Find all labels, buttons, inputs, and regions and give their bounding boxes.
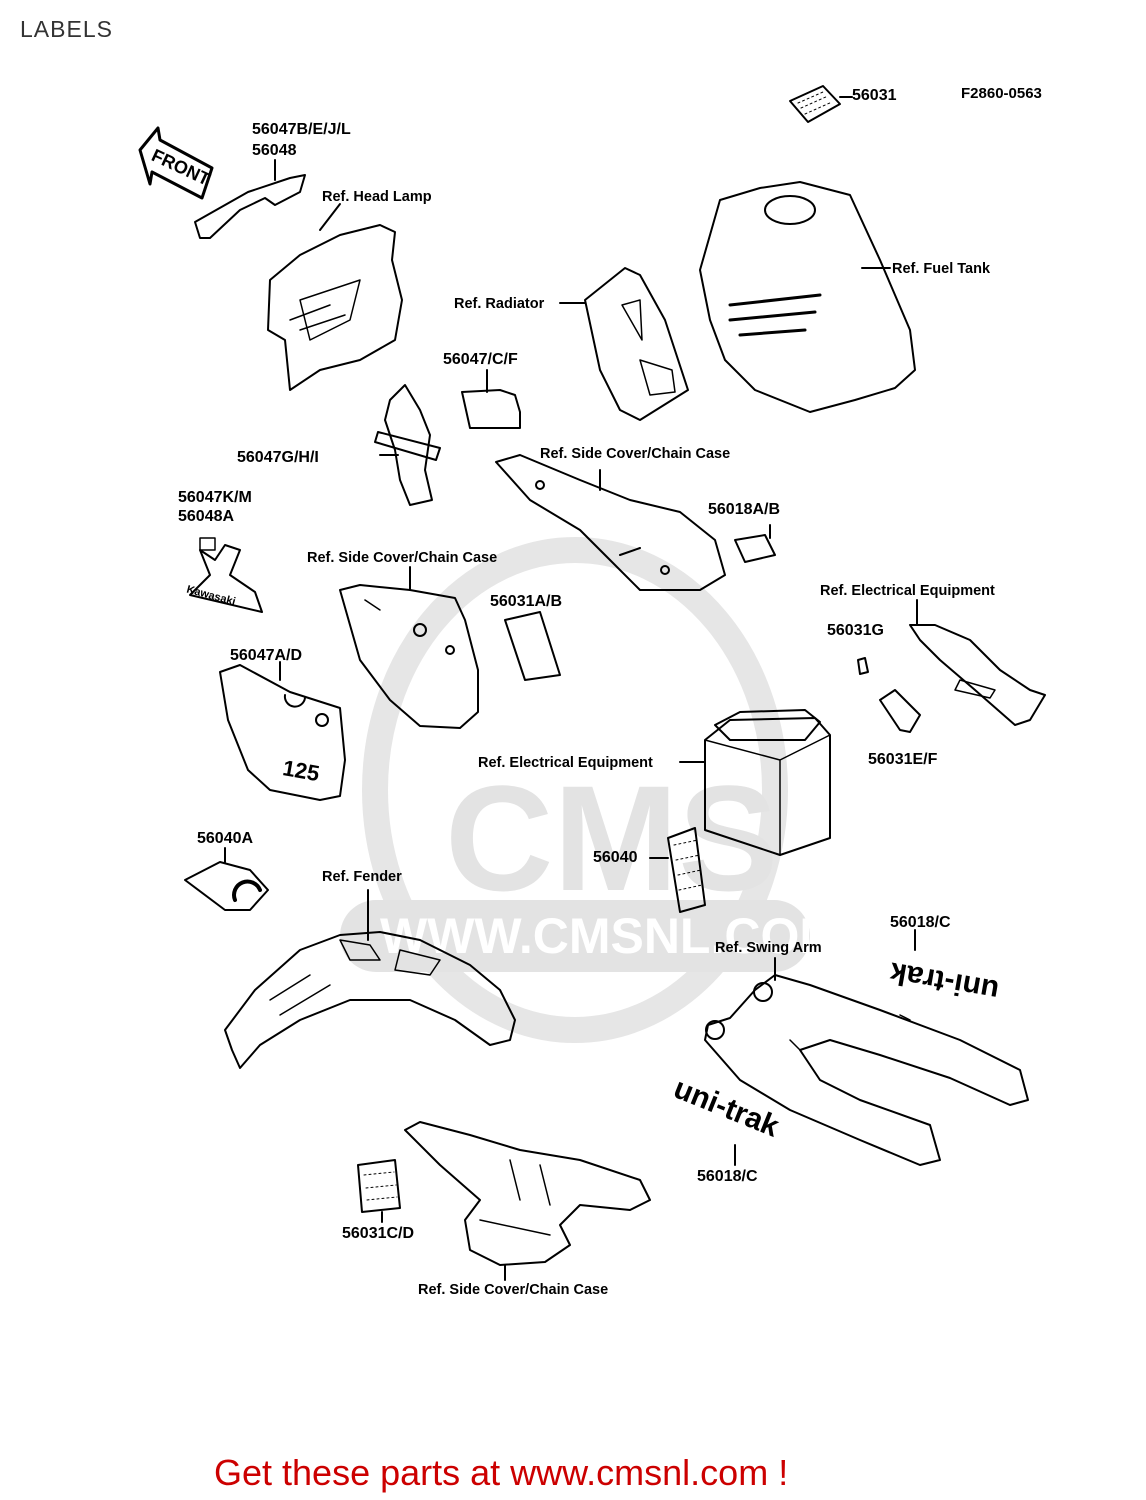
watermark: CMS WWW.CMSNL.COM [340, 537, 841, 1043]
decal-56031ab [504, 611, 561, 681]
front-arrow-decal: FRONT [138, 126, 214, 200]
decal-56047ad: 125 [219, 664, 346, 801]
part-56031g[interactable]: 56031G [827, 622, 884, 639]
parts-diagram: CMS WWW.CMSNL.COM FRONT [138, 85, 1046, 1281]
headlamp-housing [267, 224, 403, 391]
headlamp-decal [194, 174, 306, 239]
ref-swing-arm: Ref. Swing Arm [715, 940, 822, 956]
decal-56031ef [879, 689, 921, 733]
decal-56047ghi [384, 384, 433, 506]
watermark-brand: CMS [445, 754, 778, 922]
chain-case-top [495, 454, 726, 591]
decal-56018c-top: uni-trak [887, 956, 1001, 1008]
part-56018ab[interactable]: 56018A/B [708, 501, 781, 518]
electrical-bracket [909, 624, 1046, 726]
unitrak-decal-bottom-text: uni-trak [669, 1072, 784, 1144]
fuel-tank [699, 181, 916, 413]
part-56031ef[interactable]: 56031E/F [868, 751, 938, 768]
label-56031-shape [789, 85, 841, 123]
part-56047ghi[interactable]: 56047G/H/I [237, 449, 319, 466]
chain-case-bottom [404, 1121, 651, 1266]
watermark-url: WWW.CMSNL.COM [380, 908, 841, 964]
decal-56047km: Kawasaki [185, 537, 263, 613]
unitrak-decal-top-text: uni-trak [887, 956, 1001, 1008]
rear-fender [224, 931, 516, 1069]
ref-side-cover-top: Ref. Side Cover/Chain Case [540, 446, 731, 462]
ref-side-cover-bottom: Ref. Side Cover/Chain Case [418, 1282, 609, 1298]
ref-side-cover-mid: Ref. Side Cover/Chain Case [307, 550, 498, 566]
ref-radiator: Ref. Radiator [454, 296, 545, 312]
part-56047km[interactable]: 56047K/M [178, 489, 252, 506]
part-56031[interactable]: 56031 [852, 87, 897, 104]
diagram-code: F2860-0563 [961, 85, 1042, 102]
part-56048[interactable]: 56048 [252, 142, 297, 159]
decal-56018ab [734, 534, 776, 563]
decal-56031cd [357, 1159, 401, 1213]
part-56040a[interactable]: 56040A [197, 830, 254, 847]
part-56047ad[interactable]: 56047A/D [230, 647, 303, 664]
side-cover-mid [339, 584, 479, 729]
decal-56040 [667, 827, 706, 913]
part-56031ab[interactable]: 56031A/B [490, 593, 563, 610]
number-decal-text: 125 [281, 755, 322, 786]
part-56031cd[interactable]: 56031C/D [342, 1225, 415, 1242]
ref-electrical-top: Ref. Electrical Equipment [820, 583, 995, 599]
part-56047cf[interactable]: 56047/C/F [443, 351, 518, 368]
decal-56018c-bottom: uni-trak [669, 1072, 784, 1144]
page-title: LABELS [20, 16, 113, 42]
part-56018c-bottom[interactable]: 56018/C [697, 1168, 758, 1185]
part-56047bejl[interactable]: 56047B/E/J/L [252, 121, 351, 138]
ref-fuel-tank: Ref. Fuel Tank [892, 261, 991, 277]
decal-56040a [184, 861, 269, 911]
ref-fender: Ref. Fender [322, 869, 402, 885]
radiator-shroud [584, 267, 689, 421]
kawasaki-decal-text: Kawasaki [185, 584, 237, 609]
part-56040[interactable]: 56040 [593, 849, 638, 866]
footer-shop-link[interactable]: Get these parts at www.cmsnl.com ! [214, 1452, 789, 1493]
decal-56031g [857, 657, 869, 675]
ref-head-lamp: Ref. Head Lamp [322, 189, 432, 205]
part-56018c-top[interactable]: 56018/C [890, 914, 951, 931]
swing-arm [704, 974, 1029, 1166]
ref-electrical-battery: Ref. Electrical Equipment [478, 755, 653, 771]
decal-56047cf [461, 389, 521, 429]
battery [704, 709, 831, 856]
part-56048a[interactable]: 56048A [178, 508, 235, 525]
